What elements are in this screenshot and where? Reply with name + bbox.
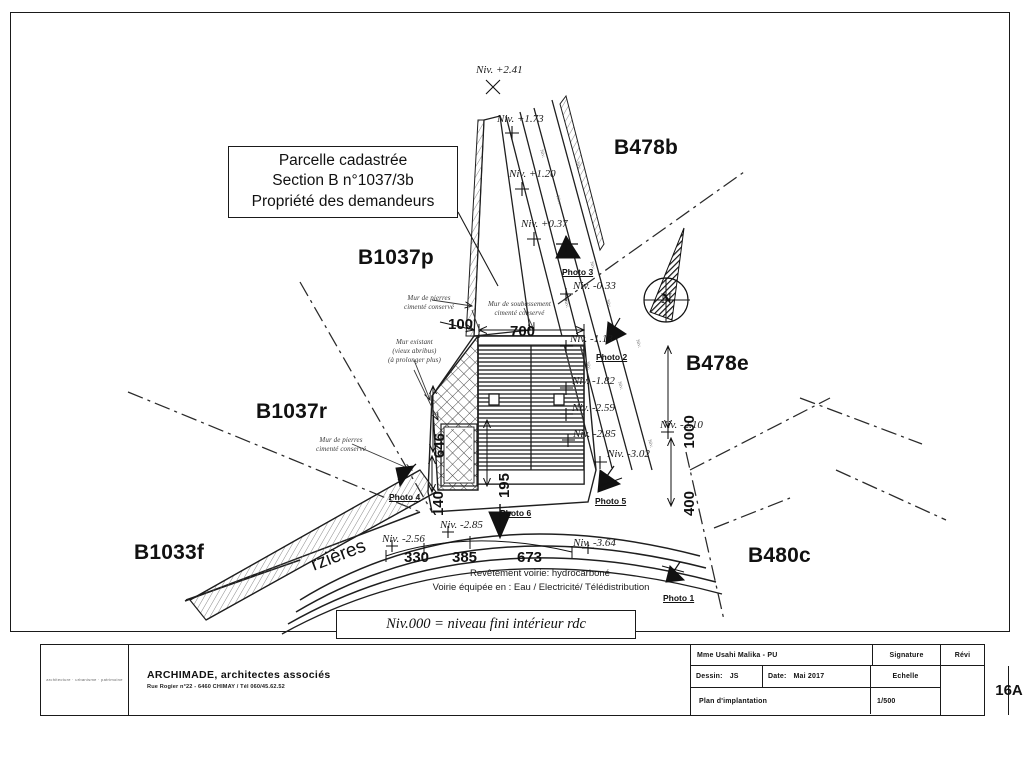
north-letter: N [661, 291, 672, 307]
wall-note-3: Mur de pierres cimenté conservé [316, 436, 366, 453]
callout-line-3: Propriété des demandeurs [251, 192, 435, 210]
date-value: Mai 2017 [793, 673, 825, 680]
dimension-label-100-0: 100 [448, 316, 474, 333]
parcel-label-b1037r: B1037r [256, 400, 328, 423]
date-label: Date: [768, 673, 787, 680]
wall-note-1: Mur de soubassement cimenté conservé [488, 300, 551, 317]
scale-value: 1/500 [877, 697, 896, 705]
road-surface-note: Revêtement voirie: hydrocarboné [470, 568, 610, 579]
elevation-label-4: Niv. -0.33 [573, 280, 616, 292]
photo-marker-photo-1: Photo 1 [663, 593, 695, 603]
dimension-label-400-9: 400 [681, 491, 699, 517]
client-cell: Mme Usahi Malika - PU [691, 645, 873, 665]
elevation-label-3: Niv. +0.37 [521, 218, 568, 230]
dessin-label: Dessin: [696, 673, 723, 680]
firm-address: Rue Rogier n°22 - 6460 CHIMAY / Tél 060/… [147, 684, 285, 690]
elevation-label-9: Niv. -3.02 [607, 448, 650, 460]
elevation-label-8: Niv. -2.85 [573, 428, 616, 440]
sheet-number: 16A [995, 682, 1023, 699]
photo-marker-photo-6: Photo 6 [500, 508, 532, 518]
callout-line-1: Parcelle cadastrée [278, 152, 408, 169]
level-datum-legend: Niv.000 = niveau fini intérieur rdc [336, 610, 636, 639]
signature-box [941, 666, 1009, 715]
echelle-header-cell: Echelle [871, 666, 940, 687]
plan-title-cell: Plan d'implantation [691, 688, 871, 714]
parcel-label-b478e: B478e [686, 352, 749, 375]
drawing-frame [10, 12, 1010, 632]
elevation-label-10: Niv. -2.10 [660, 419, 703, 431]
photo-marker-photo-4: Photo 4 [389, 492, 421, 502]
signature-header-cell: Signature [873, 645, 941, 665]
dessin-value: JS [729, 673, 739, 680]
dimension-label-140-7: 140 [430, 491, 448, 517]
dimension-label-700-1: 700 [510, 323, 536, 340]
photo-marker-photo-2: Photo 2 [596, 352, 628, 362]
title-block: architecture · urbanisme · patrimoine AR… [40, 644, 1023, 716]
firm-name: ARCHIMADE, architectes associés [147, 669, 331, 681]
revision-label: Révi [954, 651, 971, 659]
photo-marker-photo-5: Photo 5 [595, 496, 627, 506]
road-utilities-note: Voirie équipée en : Eau / Electricité/ T… [432, 582, 650, 593]
dimension-label-1000-8: 1000 [681, 415, 699, 449]
signature-label: Signature [889, 651, 924, 659]
parcel-label-b1037p: B1037p [358, 246, 434, 269]
elevation-label-13: Niv. -3.64 [573, 537, 616, 549]
dessin-cell: Dessin: JS [691, 666, 763, 687]
wall-note-0: Mur de pierres cimenté conservé [404, 294, 454, 311]
title-block-right: Mme Usahi Malika - PU Signature Révi Des… [691, 645, 1023, 715]
parcel-label-b478b: B478b [614, 136, 679, 159]
firm-logo-cell: architecture · urbanisme · patrimoine [41, 645, 129, 715]
elevation-label-2: Niv. +1.20 [509, 168, 556, 180]
elevation-label-0: Niv. +2.41 [476, 64, 523, 76]
elevation-label-5: Niv. -1.13 [570, 333, 613, 345]
firm-logo-text: architecture · urbanisme · patrimoine [46, 676, 123, 682]
elevation-label-6: Niv. -1.82 [572, 375, 615, 387]
parcel-label-b480c: B480c [748, 544, 811, 567]
callout-line-2: Section B n°1037/3b [272, 172, 414, 190]
scale-value-cell: 1/500 [871, 688, 940, 714]
client-name: Mme Usahi Malika - PU [697, 651, 778, 659]
dimension-label-646-6: 646 [431, 433, 449, 459]
elevation-label-1: Niv. +1.73 [497, 113, 544, 125]
date-cell: Date: Mai 2017 [763, 666, 871, 687]
dimension-label-385-3: 385 [452, 549, 478, 566]
firm-info-cell: ARCHIMADE, architectes associés Rue Rogi… [129, 645, 691, 715]
elevation-label-7: Niv. -2.59 [572, 402, 615, 414]
elevation-label-12: Niv. -2.85 [440, 519, 483, 531]
wall-note-2: Mur existant (vieux abribus) (à prolonge… [388, 338, 441, 364]
revision-header-cell: Révi [941, 645, 984, 665]
title-block-row-meta: Dessin: JS Date: Mai 2017 Echelle [691, 666, 941, 688]
echelle-label: Echelle [892, 673, 919, 680]
title-block-row-client: Mme Usahi Malika - PU Signature Révi [691, 645, 984, 666]
elevation-label-11: Niv. -2.56 [382, 533, 425, 545]
cadastre-callout-box: Parcelle cadastrée Section B n°1037/3b P… [228, 146, 458, 219]
plan-title: Plan d'implantation [699, 697, 768, 705]
dimension-label-330-2: 330 [404, 549, 430, 566]
dimension-label-195-5: 195 [496, 473, 514, 499]
parcel-label-b1033f: B1033f [134, 541, 205, 564]
level-datum-text: Niv.000 = niveau fini intérieur rdc [386, 616, 586, 632]
dimension-label-673-4: 673 [517, 549, 543, 566]
title-block-row-plan: Plan d'implantation 1/500 [691, 688, 941, 715]
photo-marker-photo-3: Photo 3 [562, 267, 594, 277]
